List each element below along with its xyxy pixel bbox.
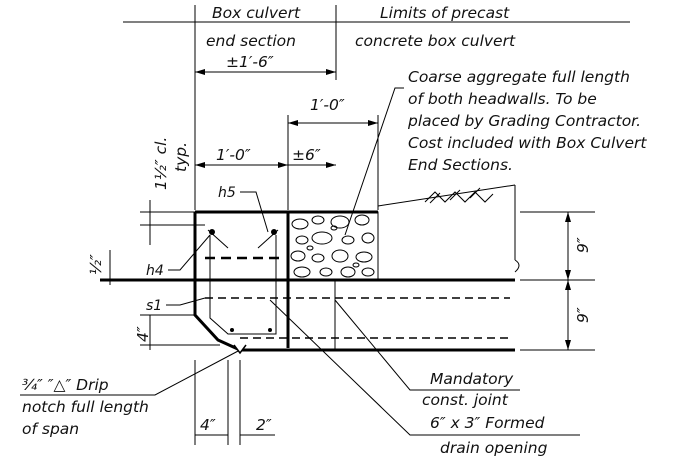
dim-1-0-left-label: 1′-0″ (216, 146, 251, 164)
aggregate-note-line5: End Sections. (408, 156, 513, 174)
dim-1-0-top-label: 1′-0″ (310, 96, 345, 114)
s1-label: s1 (146, 298, 162, 314)
h5-label: h5 (218, 185, 236, 201)
mandatory-leader (334, 299, 520, 391)
dim-1-0-top (287, 115, 379, 210)
mandatory-note-line1: Mandatory (430, 370, 514, 388)
drip-notch (233, 344, 247, 355)
h4-label: h4 (146, 263, 164, 279)
dim-2-bottom-label: 2″ (256, 416, 272, 434)
formed-leader (269, 299, 580, 436)
drip-note-line2: notch full length (22, 398, 149, 416)
dim-4-bottom-label: 4″ (200, 416, 216, 434)
dim-4-left-label: 4″ (134, 326, 152, 342)
drip-note-line1: ¾″ ″△″ Drip (22, 376, 109, 394)
h5-leader (240, 191, 269, 233)
clear-cover-label: 1½″ cl. typ. (152, 137, 190, 190)
s1-leader (166, 297, 206, 306)
dim-1-0-left (195, 162, 336, 168)
svg-text:typ.: typ. (172, 142, 190, 172)
dim-9-top-label: 9″ (574, 237, 592, 253)
limits-label-line2: concrete box culvert (355, 32, 516, 50)
svg-text:1½″ cl.: 1½″ cl. (152, 137, 170, 190)
header-dimensions (123, 5, 630, 210)
dim-6-label: ±6″ (292, 146, 321, 164)
h4-leader (168, 234, 211, 271)
limits-label-line1: Limits of precast (380, 4, 510, 22)
right-dimensions (520, 211, 595, 351)
dim-9-bottom-label: 9″ (574, 307, 592, 323)
break-mark (514, 259, 520, 273)
reinforcement (205, 229, 510, 339)
half-inch-label: ½″ (87, 254, 105, 275)
drip-note-line3: of span (22, 420, 79, 438)
formed-note-line2: drain opening (440, 439, 548, 457)
box-culvert-label-line2: end section (206, 32, 296, 50)
aggregate-note-line3: placed by Grading Contractor. (407, 112, 641, 130)
mandatory-note-line2: const. joint (422, 391, 509, 409)
aggregate-note-line4: Cost included with Box Culvert (408, 134, 647, 152)
formed-note-line1: 6″ x 3″ Formed (430, 414, 545, 432)
culvert-body (240, 280, 515, 352)
bottom-dimensions (194, 360, 275, 445)
dim-1-6-label: ±1′-6″ (226, 53, 274, 71)
aggregate-note-line1: Coarse aggregate full length (408, 68, 630, 86)
aggregate-leader (344, 87, 404, 236)
ground-surface (377, 184, 516, 210)
box-culvert-label-line1: Box culvert (212, 4, 301, 22)
coarse-aggregate (287, 211, 379, 281)
aggregate-note-line2: of both headwalls. To be (408, 90, 597, 108)
drip-leader (20, 349, 241, 396)
